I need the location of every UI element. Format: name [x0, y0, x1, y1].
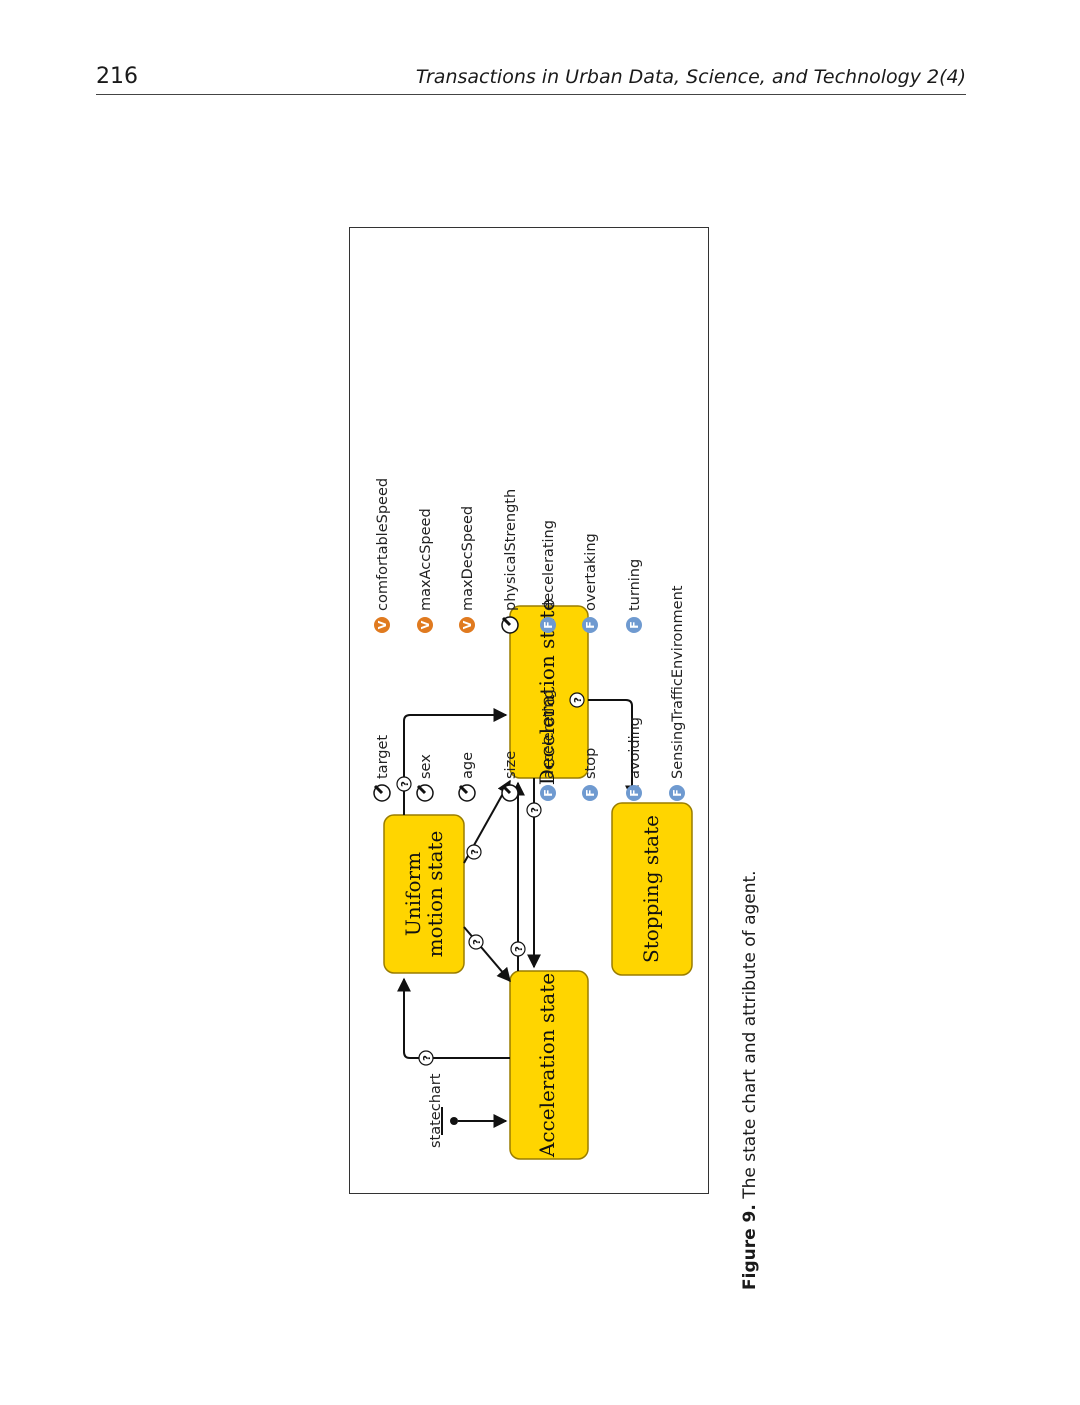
svg-text:decelerating: decelerating	[541, 520, 557, 611]
guard-icon: ?	[526, 802, 542, 818]
transition-dec-to-stop[interactable]	[588, 699, 639, 800]
statechart-label: statechart	[428, 1073, 444, 1148]
legend-item-max-acc-speed[interactable]: V maxAccSpeed	[417, 508, 434, 633]
function-icon	[626, 617, 642, 633]
svg-text:physicalStrength: physicalStrength	[503, 489, 519, 611]
figure-frame: statechart Acceleration state Uniform mo…	[349, 227, 709, 1194]
guard-icon: ?	[418, 1050, 434, 1066]
uniform-motion-state[interactable]: Uniform motion state	[383, 814, 465, 974]
caption-text: The state chart and attribute of agent.	[740, 870, 760, 1199]
variable-icon	[417, 617, 433, 633]
svg-text:?: ?	[470, 849, 481, 855]
acceleration-state[interactable]: Acceleration state	[509, 970, 589, 1160]
uniform-state-label-1: Uniform	[401, 852, 425, 936]
acceleration-state-label: Acceleration state	[535, 973, 559, 1158]
svg-text:accelerating: accelerating	[541, 689, 557, 779]
function-icon	[669, 785, 685, 801]
uniform-state-label-2: motion state	[423, 831, 447, 958]
svg-text:V: V	[376, 620, 389, 629]
legend-item-age[interactable]: age	[458, 752, 476, 802]
function-icon	[540, 617, 556, 633]
svg-text:F: F	[542, 621, 555, 629]
svg-text:?: ?	[530, 807, 541, 813]
svg-text:V: V	[461, 620, 474, 629]
function-icon	[582, 785, 598, 801]
svg-text:?: ?	[400, 781, 411, 787]
legend-item-sensing[interactable]: F SensingTrafficEnvironment	[669, 585, 686, 801]
svg-text:V: V	[419, 620, 432, 629]
svg-text:maxAccSpeed: maxAccSpeed	[418, 508, 434, 611]
svg-text:?: ?	[573, 697, 584, 703]
legend-item-target[interactable]: target	[373, 735, 391, 802]
statechart-figure: statechart Acceleration state Uniform mo…	[373, 478, 693, 1160]
caption-label: Figure 9.	[740, 1204, 760, 1290]
svg-text:F: F	[542, 789, 555, 797]
figure-caption: Figure 9. The state chart and attribute …	[740, 870, 760, 1290]
svg-text:?: ?	[472, 939, 483, 945]
function-icon	[540, 785, 556, 801]
svg-text:size: size	[503, 751, 519, 779]
transition-uniform-to-acc[interactable]	[463, 926, 511, 983]
entry-dot	[450, 1117, 458, 1125]
legend-item-avoiding[interactable]: F avoiding	[626, 717, 643, 801]
legend-item-physical-strength[interactable]: physicalStrength	[501, 489, 519, 634]
page-number: 216	[96, 64, 138, 89]
svg-text:target: target	[375, 735, 391, 779]
transition-uniform-top-to-dec[interactable]	[403, 708, 508, 815]
diagram-content: statechart Acceleration state Uniform mo…	[373, 478, 693, 1160]
function-icon	[582, 617, 598, 633]
variable-icon	[374, 617, 390, 633]
legend-item-sex[interactable]: sex	[416, 754, 434, 802]
svg-text:sex: sex	[418, 754, 434, 779]
svg-text:F: F	[671, 789, 684, 797]
legend-item-max-dec-speed[interactable]: V maxDecSpeed	[459, 506, 476, 633]
legend-item-size[interactable]: size	[501, 751, 519, 802]
svg-text:turning: turning	[627, 559, 643, 611]
stopping-state-label: Stopping state	[639, 815, 663, 963]
guard-icon: ?	[468, 934, 484, 950]
legend-item-accelerating[interactable]: F accelerating	[540, 689, 557, 801]
legend-item-decelerating[interactable]: F decelerating	[540, 520, 557, 633]
guard-icon: ?	[466, 844, 482, 860]
legend-column-2: V comfortableSpeed V maxAccSpeed V maxDe…	[374, 478, 643, 634]
legend-item-stop[interactable]: F stop	[582, 748, 599, 801]
svg-text:maxDecSpeed: maxDecSpeed	[460, 506, 476, 611]
svg-text:comfortableSpeed: comfortableSpeed	[375, 478, 391, 611]
svg-text:F: F	[584, 621, 597, 629]
svg-text:?: ?	[514, 946, 525, 952]
function-icon	[626, 785, 642, 801]
svg-text:age: age	[460, 752, 476, 779]
svg-text:overtaking: overtaking	[583, 533, 599, 611]
guard-icon: ?	[396, 776, 412, 792]
journal-title: Transactions in Urban Data, Science, and…	[415, 66, 966, 88]
legend-item-comfortable-speed[interactable]: V comfortableSpeed	[374, 478, 391, 633]
stopping-state[interactable]: Stopping state	[611, 802, 693, 976]
guard-icon: ?	[510, 941, 526, 957]
svg-text:F: F	[628, 789, 641, 797]
svg-text:stop: stop	[583, 748, 599, 779]
parameter-icon-needle	[373, 784, 384, 795]
svg-text:SensingTrafficEnvironment: SensingTrafficEnvironment	[670, 585, 686, 779]
variable-icon	[459, 617, 475, 633]
legend-column-1: target sex age size	[373, 585, 686, 802]
svg-text:avoiding: avoiding	[627, 717, 643, 779]
legend-item-overtaking[interactable]: F overtaking	[582, 533, 599, 633]
legend-item-turning[interactable]: F turning	[626, 559, 643, 633]
header-rule	[96, 94, 966, 95]
svg-text:?: ?	[422, 1055, 433, 1061]
guard-icon: ?	[569, 692, 585, 708]
svg-text:F: F	[584, 789, 597, 797]
svg-text:F: F	[628, 621, 641, 629]
transition-acc-to-uniform[interactable]	[397, 977, 510, 1059]
